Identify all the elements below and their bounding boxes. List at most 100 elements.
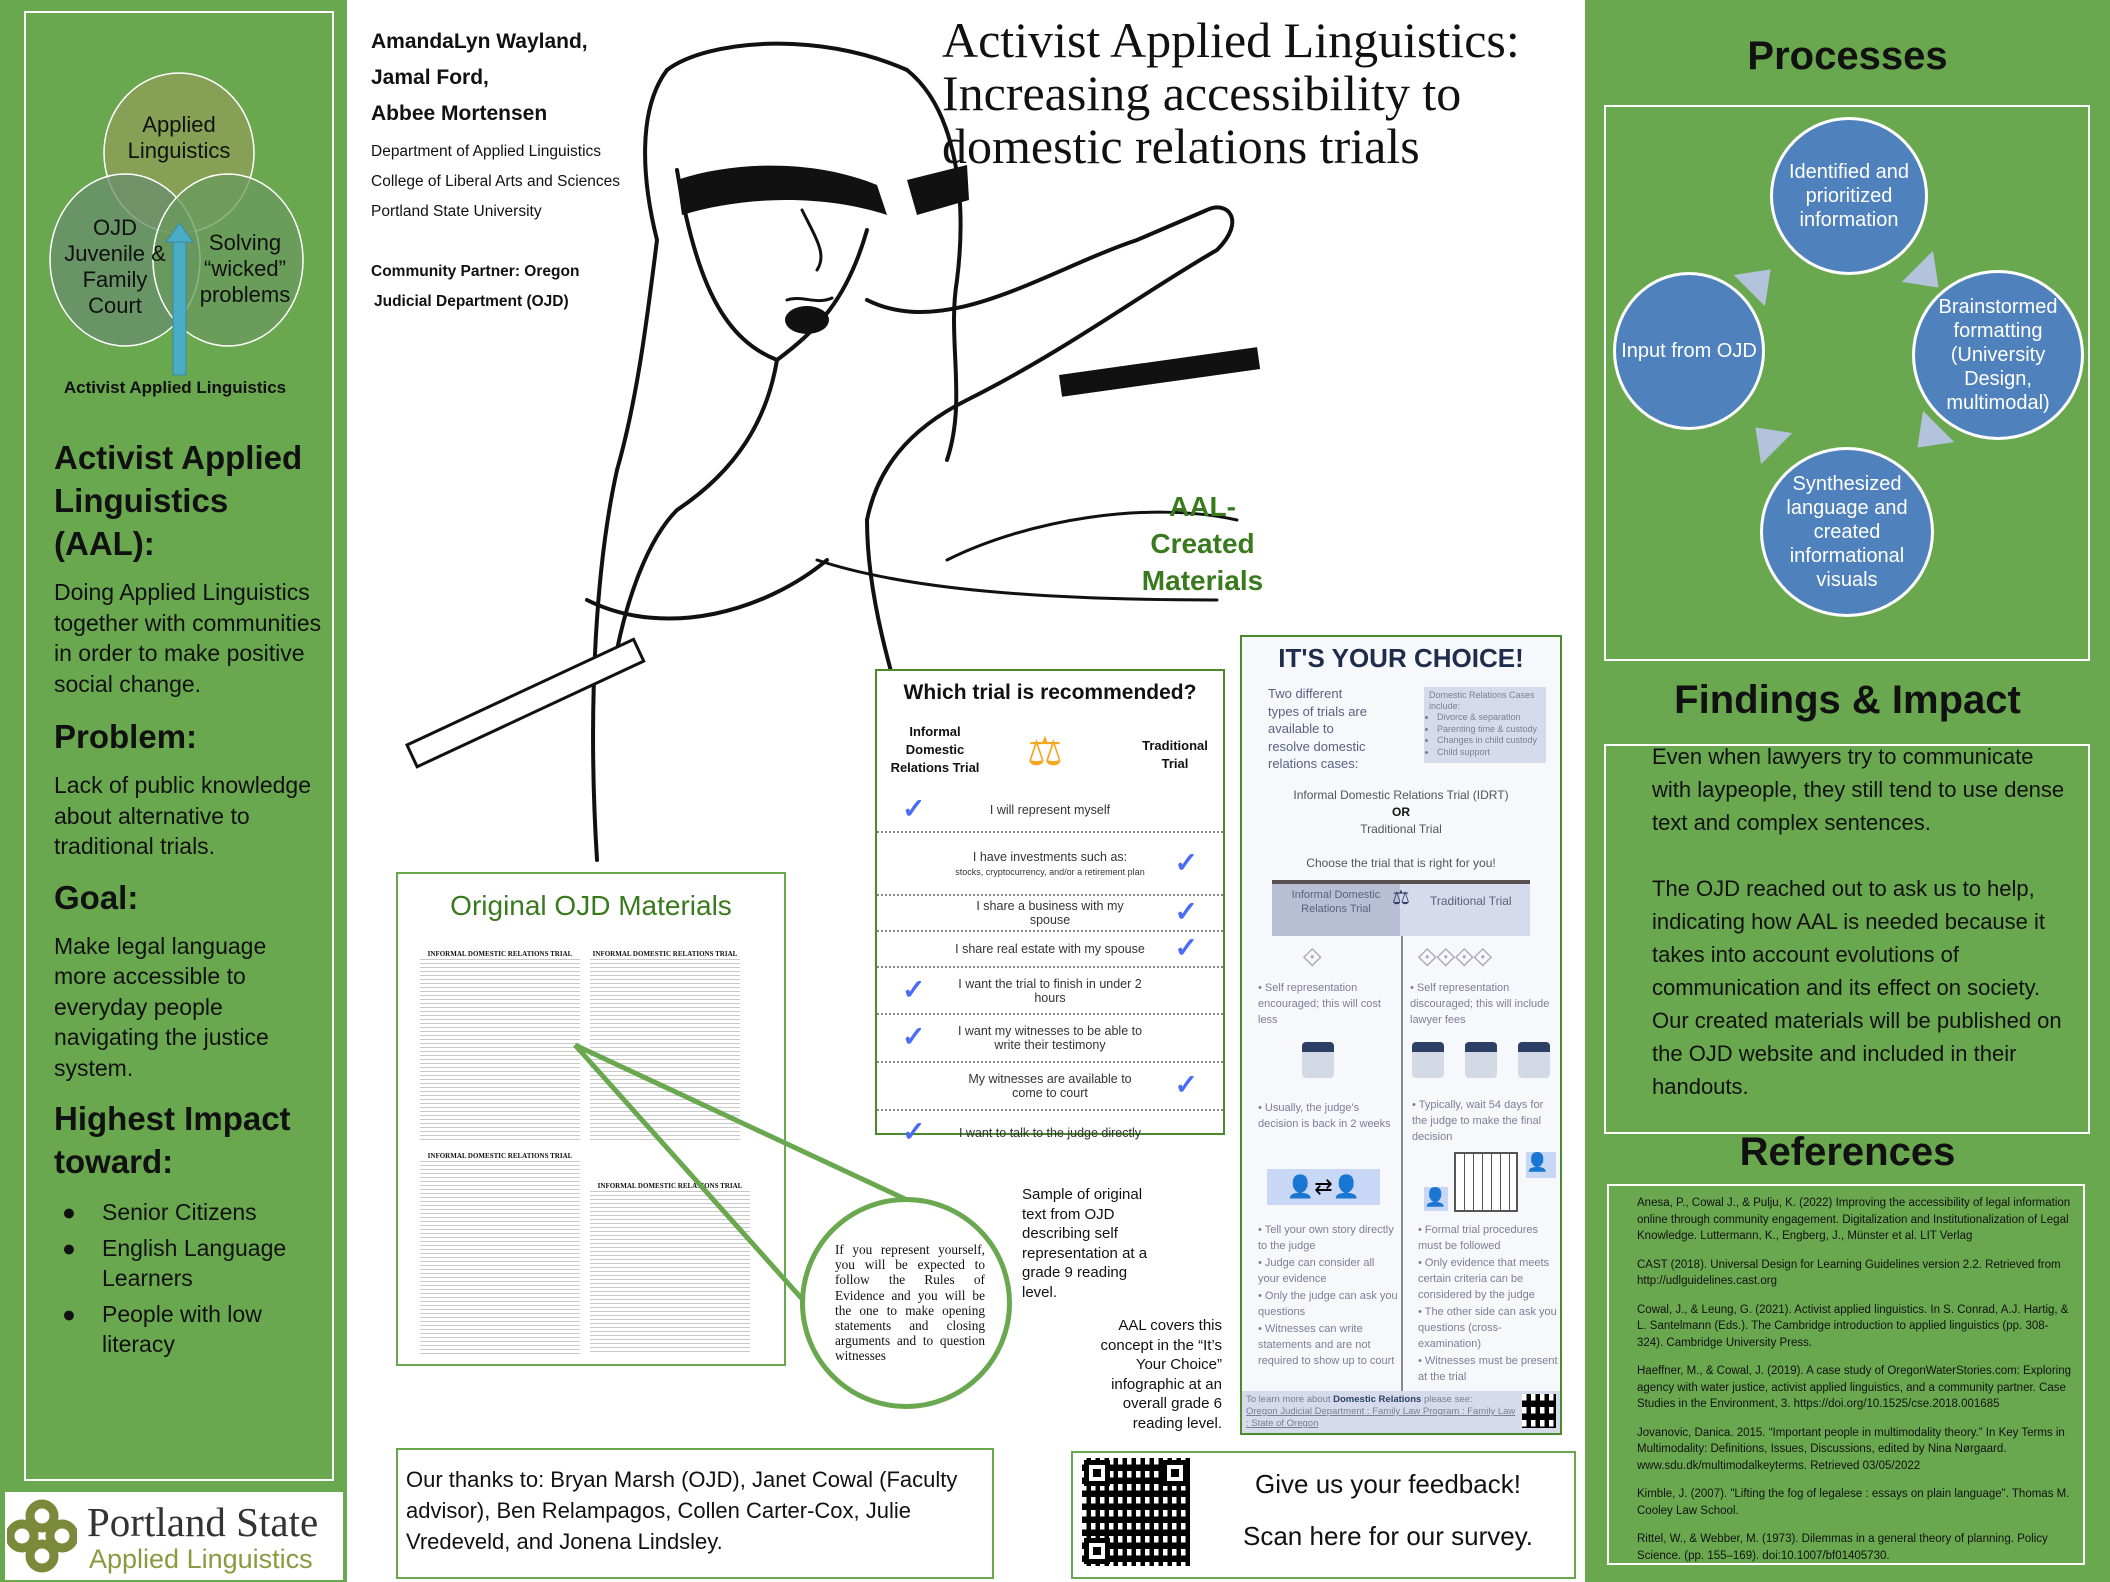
survey-qr-code[interactable] — [1082, 1458, 1190, 1566]
person-icon: 👤 — [1424, 1187, 1448, 1211]
calendar-icon — [1518, 1042, 1550, 1078]
poster-title: Activist Applied Linguistics: Increasing… — [942, 12, 1520, 174]
money-icon: ⟐ — [1302, 942, 1323, 972]
impact-item: ●Senior Citizens — [62, 1199, 257, 1225]
check-icon: ✓ — [902, 792, 926, 824]
references-title: References — [1739, 1130, 1956, 1174]
comparison-point: • Formal trial procedures must be follow… — [1418, 1224, 1539, 1252]
process-step: Synthesized language and created informa… — [1760, 447, 1934, 617]
psu-knot-icon — [7, 1499, 77, 1573]
findings-box: Even when lawyers try to communicate wit… — [1604, 744, 2090, 1134]
choice-intro: Two different types of trials are availa… — [1268, 686, 1367, 771]
author: Abbee Mortensen — [371, 102, 548, 125]
community-partner: Community Partner: Oregon — [371, 263, 580, 280]
reference-item: Rittel, W., & Webber, M. (1973). Dilemma… — [1637, 1533, 2048, 1562]
trial-row: I have investments such as:stocks, crypt… — [877, 833, 1223, 896]
trial-row: I want my witnesses to be able to write … — [877, 1015, 1223, 1063]
processes-box: Identified and prioritized information B… — [1604, 105, 2090, 661]
check-icon: ✓ — [902, 1020, 926, 1052]
choose-prompt: Choose the trial that is right for you! — [1306, 856, 1496, 870]
cases-heading: Domestic Relations Cases include: — [1429, 690, 1535, 711]
ojd-title: Original OJD Materials — [450, 890, 732, 921]
left-cost: • Self representation encouraged; this w… — [1258, 982, 1381, 1026]
page-heading: INFORMAL DOMESTIC RELATIONS TRIAL — [420, 1152, 580, 1160]
impact-heading: Highest Impact toward: — [54, 1100, 291, 1180]
goal-text: Make legal language more accessible to e… — [54, 932, 269, 1081]
right-time: • Typically, wait 54 days for the judge … — [1412, 1099, 1544, 1143]
process-step: Brainstormed formatting (University Desi… — [1912, 270, 2084, 440]
lady-justice-illustration — [405, 41, 1261, 862]
process-step: Identified and prioritized information — [1770, 117, 1928, 275]
check-icon: ✓ — [902, 973, 926, 1005]
trial-row-text: I have investments such as:stocks, crypt… — [955, 849, 1145, 877]
left-panel-border — [24, 11, 334, 1481]
venn-ojd-court: OJD Juvenile & Family Court — [64, 215, 166, 318]
scales-icon: ⚖ — [1392, 887, 1410, 909]
process-step: Input from OJD — [1613, 272, 1765, 430]
case-item: Divorce & separation — [1437, 712, 1541, 724]
trial-row-text: I will represent myself — [989, 803, 1111, 817]
reference-item: Cowal, J., & Leung, G. (2021). Activist … — [1637, 1303, 2069, 1349]
affiliation: Portland State University — [371, 203, 542, 220]
trial-row-text: I want the trial to finish in under 2 ho… — [958, 976, 1142, 1005]
comparison-point: • Witnesses must be present at the trial — [1418, 1355, 1558, 1383]
its-your-choice-infographic: IT'S YOUR CHOICE! Two different types of… — [1240, 635, 1562, 1435]
option-or: OR — [1392, 805, 1410, 819]
maze-icon — [1454, 1152, 1518, 1212]
venn-applied-linguistics: Applied Linguistics — [127, 112, 231, 163]
reference-item: Haeffner, M., & Cowal, J. (2019). A case… — [1637, 1365, 2072, 1410]
impact-item: ●People with low literacy — [62, 1300, 262, 1358]
judge-icon: 👤 — [1526, 1152, 1556, 1178]
logo-line2: Applied Linguistics — [89, 1544, 313, 1574]
divider — [1401, 936, 1403, 1406]
trial-recommendation-card: Which trial is recommended? Informal Dom… — [875, 669, 1225, 1147]
case-item: Parenting time & custody — [1437, 724, 1541, 736]
check-icon: ✓ — [1174, 895, 1198, 927]
left-time: • Usually, the judge's decision is back … — [1258, 1102, 1391, 1130]
trial-row-text: I want my witnesses to be able to write … — [957, 1024, 1143, 1052]
problem-heading: Problem: — [54, 718, 198, 755]
right-panel: Processes Identified and prioritized inf… — [1585, 0, 2110, 1582]
affiliation: Department of Applied Linguistics — [371, 143, 602, 160]
sample-note: Sample of original text from OJD describ… — [1022, 1186, 1148, 1301]
reference-item: Anesa, P., Cowal J., & Pulju, K. (2022) … — [1637, 1197, 2071, 1242]
document-page — [590, 952, 740, 1142]
calendar-icon — [1465, 1042, 1497, 1078]
option-traditional: Traditional Trial — [1360, 822, 1442, 836]
ojd-family-law-link[interactable]: Oregon Judicial Department : Family Law … — [1246, 1406, 1516, 1429]
comparison-point: • The other side can ask you questions (… — [1418, 1306, 1557, 1350]
money-stack-icon: ⟐⟐⟐⟐ — [1417, 942, 1493, 972]
scales-icon: ⚖ — [1027, 730, 1063, 774]
findings-paragraph: The OJD reached out to ask us to help, i… — [1652, 876, 2062, 1099]
aal-created-label: AAL-Created Materials — [1141, 491, 1264, 596]
survey-prompt: Scan here for our survey. — [1243, 1521, 1533, 1551]
original-ojd-materials: Original OJD Materials INFORMAL DOMESTIC… — [396, 872, 786, 1366]
reference-item: CAST (2018). Universal Design for Learni… — [1637, 1258, 2061, 1288]
references-box: Anesa, P., Cowal J., & Pulju, K. (2022) … — [1607, 1184, 2085, 1565]
choice-options: Informal Domestic Relations Trial (IDRT)… — [1242, 787, 1560, 872]
trial-row-text: I share real estate with my spouse — [955, 942, 1145, 956]
trial-row: I want the trial to finish in under 2 ho… — [877, 968, 1223, 1015]
person-judge-exchange-icon: 👤⇄👤 — [1267, 1169, 1380, 1205]
right-cost: • Self representation discouraged; this … — [1410, 982, 1550, 1026]
left-panel: Applied Linguistics OJD Juvenile & Famil… — [0, 0, 347, 1582]
trial-row-text: My witnesses are available to come to co… — [968, 1072, 1132, 1100]
compare-bar — [1272, 880, 1530, 884]
callout-text: If you represent yourself, you will be e… — [835, 1242, 985, 1364]
findings-title: Findings & Impact — [1674, 678, 2021, 722]
impact-list: ●Senior Citizens ●English Language Learn… — [54, 1197, 324, 1360]
covers-note: AAL covers this concept in the “It’s You… — [1100, 1317, 1222, 1432]
arrow-icon — [1739, 411, 1793, 465]
col-traditional: Traditional Trial — [1142, 738, 1208, 771]
feedback-heading: Give us your feedback! — [1255, 1469, 1521, 1499]
trial-row: I will represent myself ✓ — [877, 789, 1223, 833]
document-page — [590, 1184, 750, 1354]
calendar-icon — [1302, 1042, 1334, 1078]
cases-list: Divorce & separationParenting time & cus… — [1429, 712, 1541, 758]
calendar-icon — [1412, 1042, 1444, 1078]
page-heading: INFORMAL DOMESTIC RELATIONS TRIAL — [590, 1182, 750, 1190]
acknowledgements: Our thanks to: Bryan Marsh (OJD), Janet … — [396, 1448, 994, 1579]
right-head: Traditional Trial — [1400, 884, 1530, 936]
qr-code-small[interactable] — [1522, 1394, 1556, 1428]
trial-row-text: I share a business with my spouse — [976, 899, 1124, 927]
